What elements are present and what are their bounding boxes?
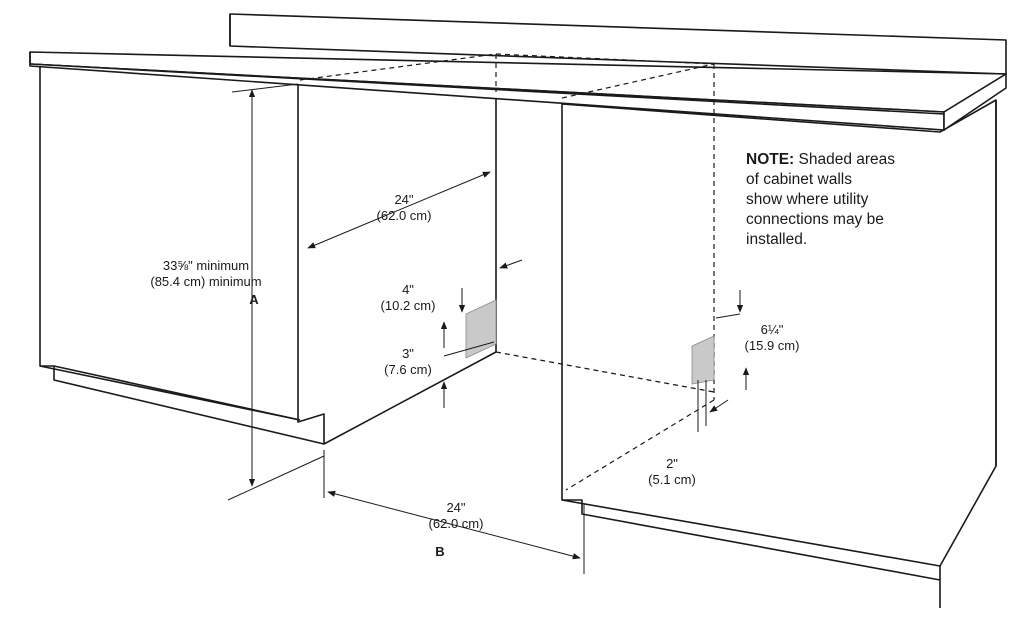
note-label: NOTE: <box>746 151 794 168</box>
label-b: B <box>435 544 444 559</box>
left-zone-offset-imperial: 3" <box>402 346 414 361</box>
right-cabinet <box>561 99 997 608</box>
left-zone-height-dimension: 4" (10.2 cm) <box>381 282 436 313</box>
note-line-1-text: Shaded areas <box>799 151 896 168</box>
height-dimension: 33⅝" minimum (85.4 cm) minimum A <box>150 258 261 307</box>
note-line-2: of cabinet walls <box>746 171 852 188</box>
depth-dimension: 24" (62.0 cm) <box>377 192 432 223</box>
opening-hidden-lines <box>299 53 715 491</box>
width-metric: (62.0 cm) <box>429 516 484 531</box>
right-zone-offset-imperial: 2" <box>666 456 678 471</box>
note-block: NOTE: Shaded areas of cabinet walls show… <box>746 151 895 248</box>
note-line-3: show where utility <box>746 191 869 208</box>
height-imperial: 33⅝" minimum <box>163 258 249 273</box>
width-dimension: 24" (62.0 cm) B <box>429 500 484 559</box>
right-utility-zone <box>691 335 715 385</box>
right-zone-height-imperial: 6¼" <box>761 322 784 337</box>
right-zone-height-dimension: 6¼" (15.9 cm) <box>745 322 800 353</box>
dimension-lines <box>227 83 750 574</box>
left-zone-height-imperial: 4" <box>402 282 414 297</box>
left-zone-offset-metric: (7.6 cm) <box>384 362 432 377</box>
countertop <box>29 13 1007 131</box>
left-zone-offset-dimension: 3" (7.6 cm) <box>384 346 432 377</box>
depth-metric: (62.0 cm) <box>377 208 432 223</box>
label-a: A <box>249 292 259 307</box>
depth-imperial: 24" <box>394 192 413 207</box>
left-cabinet <box>39 61 497 445</box>
right-zone-offset-dimension: 2" (5.1 cm) <box>648 456 696 487</box>
note-line-5: installed. <box>746 231 807 248</box>
note-line-4: connections may be <box>746 211 884 228</box>
right-zone-offset-metric: (5.1 cm) <box>648 472 696 487</box>
right-zone-height-metric: (15.9 cm) <box>745 338 800 353</box>
note-line-1: NOTE: Shaded areas <box>746 151 895 168</box>
height-metric: (85.4 cm) minimum <box>150 274 261 289</box>
left-zone-height-metric: (10.2 cm) <box>381 298 436 313</box>
width-imperial: 24" <box>446 500 465 515</box>
